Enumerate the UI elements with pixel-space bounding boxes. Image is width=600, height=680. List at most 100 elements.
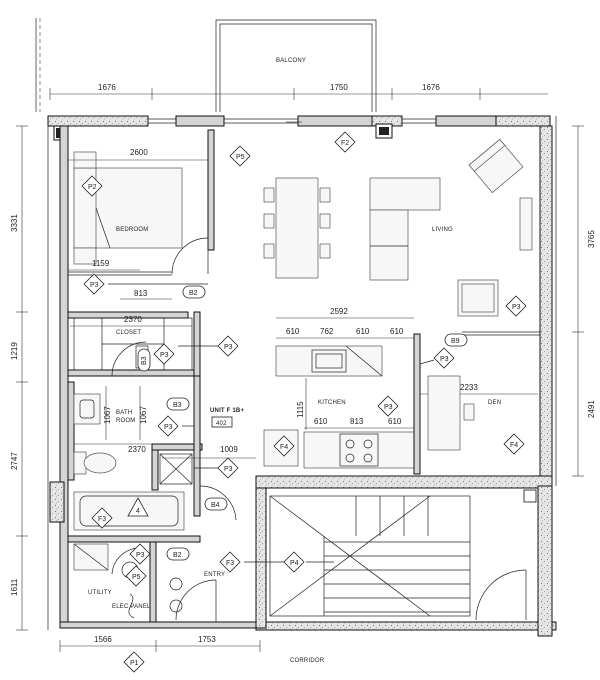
svg-text:B9: B9 [451, 338, 460, 345]
tag-p3-kitchen-2: P3 [377, 395, 399, 417]
svg-text:F2: F2 [341, 140, 349, 147]
dim-bottom-1566: 1566 [94, 635, 112, 644]
tag-f3-entry: F3 [219, 551, 241, 573]
svg-text:P4: P4 [290, 560, 299, 567]
dim-left-1611: 1611 [10, 578, 19, 596]
tag-b4: B4 [204, 497, 228, 511]
exterior-walls [47, 115, 557, 637]
dim-closet-2370: 2370 [124, 315, 142, 324]
tag-p5-utility: P5 [125, 565, 147, 587]
svg-text:P3: P3 [384, 404, 393, 411]
svg-text:B3: B3 [173, 402, 182, 409]
dim-right-3765: 3765 [587, 230, 596, 248]
elec-panel-label: ELEC PANEL [112, 604, 151, 610]
dim-k-610-a: 610 [286, 327, 300, 336]
dim-k-610-d: 610 [314, 417, 328, 426]
tag-f3-bath: F3 [91, 507, 113, 529]
tag-p3-living: P3 [505, 295, 527, 317]
dim-left-3331: 3331 [10, 214, 19, 232]
tag-p1: P1 [123, 651, 145, 673]
tag-p3-shower: P3 [217, 457, 239, 479]
utility-label: UTILITY [88, 590, 112, 596]
svg-text:P3: P3 [440, 356, 449, 363]
dim-k-610-e: 610 [388, 417, 402, 426]
bathroom: BATH ROOM 1067 1067 2370 [67, 375, 237, 531]
svg-text:P3: P3 [136, 552, 145, 559]
tag-p3-bed: P3 [83, 273, 105, 295]
svg-text:P3: P3 [164, 424, 173, 431]
svg-text:F3: F3 [226, 560, 234, 567]
closet: 2370 CLOSET [67, 311, 201, 377]
side-dimensions: 3331 1219 2747 1611 3765 2491 1566 1753 … [10, 125, 596, 664]
dim-top-right: 1676 [422, 83, 440, 92]
dim-bath-1067-a: 1067 [103, 406, 112, 424]
dim-1009: 1009 [220, 445, 238, 454]
bath-label-2: ROOM [116, 418, 135, 424]
dim-k-610-c: 610 [390, 327, 404, 336]
svg-text:B2: B2 [189, 290, 198, 297]
svg-text:4: 4 [136, 508, 140, 515]
tag-p3-bath: P3 [157, 415, 179, 437]
svg-text:P3: P3 [90, 282, 99, 289]
tag-f4-den: F4 [503, 433, 525, 455]
dim-top-left: 1676 [98, 83, 116, 92]
unit-number: 402 [216, 421, 227, 427]
dim-right-2491: 2491 [587, 400, 596, 418]
svg-text:P1: P1 [130, 660, 139, 667]
dim-bed-1159: 1159 [92, 259, 110, 268]
svg-text:P3: P3 [224, 466, 233, 473]
svg-text:F4: F4 [280, 444, 288, 451]
den-label: DEN [488, 400, 501, 406]
svg-text:P3: P3 [224, 344, 233, 351]
tag-p3-closet: P3 [153, 343, 175, 365]
tag-f4-kitchen: F4 [273, 435, 295, 457]
stairwell [269, 495, 527, 621]
tag-b2-bed: B2 [182, 285, 206, 299]
bedroom-label: BEDROOM [116, 227, 148, 233]
svg-text:B4: B4 [211, 502, 220, 509]
finish-tags: P5 F2 P2 P3 P3 P3 P3 P3 P3 P3 F4 F4 P3 F… [81, 131, 527, 673]
bedroom: BEDROOM 2600 1159 813 [68, 129, 215, 300]
kitchen: 2592 610 762 610 610 KITCHEN 610 813 610… [263, 307, 415, 469]
dim-bath-1067-b: 1067 [139, 406, 148, 424]
dim-bed-813: 813 [134, 289, 148, 298]
tag-four: 4 [127, 497, 149, 517]
corridor-label: CORRIDOR [290, 658, 325, 664]
tag-p3-utility: P3 [129, 543, 151, 565]
tag-b2-utility: B2 [166, 547, 190, 561]
tag-p4: P4 [283, 551, 305, 573]
dim-left-2747: 2747 [10, 452, 19, 470]
dim-k-813: 813 [350, 417, 364, 426]
closet-label: CLOSET [116, 330, 141, 336]
entry-label: ENTRY [204, 572, 225, 578]
balcony: BALCONY [35, 18, 377, 112]
svg-text:P5: P5 [236, 154, 245, 161]
tag-p2: P2 [81, 175, 103, 197]
tag-b3-closet: B3 [137, 348, 151, 372]
unit-name: UNIT F 1B+ [210, 408, 244, 414]
svg-text:P3: P3 [160, 352, 169, 359]
tag-p3-closet-right: P3 [217, 335, 239, 357]
tag-b3-bath: B3 [166, 397, 190, 411]
dim-k-1115: 1115 [296, 401, 305, 418]
svg-text:F4: F4 [510, 442, 518, 449]
tag-p3-kitchen: P3 [433, 347, 455, 369]
dim-bath-2370: 2370 [128, 445, 146, 454]
svg-text:P2: P2 [88, 184, 97, 191]
dim-bottom-1753: 1753 [198, 635, 216, 644]
unit-label: UNIT F 1B+ 402 [210, 408, 244, 428]
tag-p5-top: P5 [229, 145, 251, 167]
living-room: LIVING [263, 121, 540, 336]
kitchen-label: KITCHEN [318, 400, 346, 406]
entry-utility: ENTRY UTILITY ELEC PANEL [67, 535, 225, 623]
tag-f2: F2 [334, 131, 356, 153]
top-dimensions: 1676 1750 1676 [49, 83, 548, 100]
dim-bedroom-width: 2600 [130, 148, 148, 157]
bath-label-1: BATH [116, 410, 132, 416]
svg-text:F3: F3 [98, 516, 106, 523]
dim-kitchen-2592: 2592 [330, 307, 348, 316]
tag-b9: B9 [444, 333, 468, 347]
dim-k-610-b: 610 [356, 327, 370, 336]
den: 2233 DEN [413, 333, 538, 475]
